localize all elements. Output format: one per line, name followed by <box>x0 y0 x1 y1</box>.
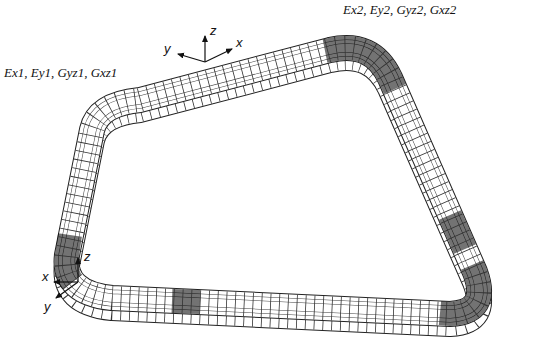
axis-label: y <box>44 300 51 313</box>
axis-label: y <box>164 42 171 55</box>
material-property-label: Ex1, Ey1, Gyz1, Gxz1 <box>4 66 117 79</box>
axis-label: x <box>42 270 49 283</box>
axis-label: z <box>84 250 91 263</box>
axis-label: z <box>210 24 217 37</box>
material-property-label: Ex2, Ey2, Gyz2, Gxz2 <box>343 3 456 16</box>
axis-label: x <box>236 36 243 49</box>
